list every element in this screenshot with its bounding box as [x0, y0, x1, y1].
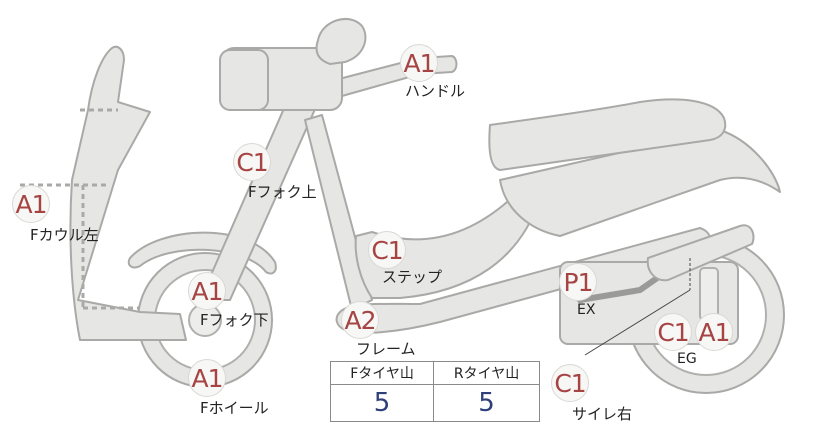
label-silencer-right: サイレ右: [572, 405, 633, 423]
front-tire-value: 5: [329, 384, 435, 422]
front-cowl-shape: [69, 45, 187, 341]
label-step: ステップ: [382, 268, 443, 286]
label-fork-lower: Fフォク下: [200, 311, 269, 329]
frame-tube-shape: [304, 114, 373, 311]
headlight-lens-shape: [219, 49, 269, 111]
label-fork-upper: Fフォク上: [248, 183, 317, 201]
mirror-shape: [315, 17, 367, 65]
tire-tread-table: Fタイヤ山 Rタイヤ山 5 5: [329, 361, 540, 422]
airbox-shape: [646, 224, 755, 282]
step-board-shape: [354, 189, 541, 299]
grade-engine-2[interactable]: A1: [695, 313, 733, 351]
grade-handle[interactable]: A1: [400, 44, 438, 82]
label-frame: フレーム: [356, 340, 416, 358]
grade-silencer-right[interactable]: C1: [551, 364, 589, 402]
grade-frame[interactable]: A2: [341, 301, 379, 339]
label-front-wheel: Fホイール: [200, 399, 269, 417]
front-tire-header: Fタイヤ山: [329, 361, 435, 385]
grade-step[interactable]: C1: [368, 231, 406, 269]
rear-tire-header: Rタイヤ山: [433, 361, 540, 385]
seat-shape: [488, 98, 727, 171]
rear-tire-value: 5: [433, 384, 540, 422]
grade-front-wheel[interactable]: A1: [188, 359, 226, 397]
label-engine: EG: [677, 351, 697, 367]
grade-fork-lower[interactable]: A1: [188, 272, 226, 310]
grade-exhaust[interactable]: P1: [559, 263, 597, 301]
label-handle: ハンドル: [405, 82, 466, 100]
grade-fork-upper[interactable]: C1: [233, 143, 271, 181]
grade-cowl-left[interactable]: A1: [12, 185, 50, 223]
silencer-leader-line: [584, 289, 691, 356]
label-cowl-left: Fカウル左: [30, 226, 99, 244]
rear-body-shape: [499, 129, 781, 237]
cowl-dash-middle: [20, 183, 140, 310]
grade-engine[interactable]: C1: [654, 313, 692, 351]
label-exhaust: EX: [577, 302, 596, 318]
